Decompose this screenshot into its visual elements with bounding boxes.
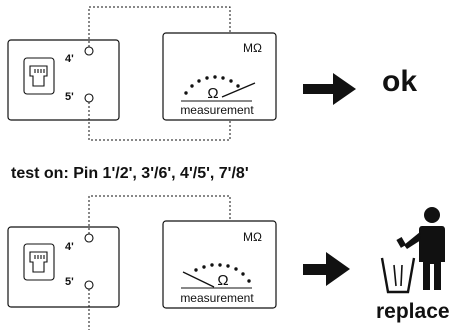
bottom-pin-label-5: 5'	[65, 276, 74, 288]
top-meter-caption: measurement	[180, 103, 254, 117]
bottom-pin-label-4: 4'	[65, 241, 74, 253]
top-test-lead-upper	[88, 6, 231, 47]
top-socket-box	[7, 39, 120, 121]
bottom-test-lead-upper	[88, 195, 231, 234]
bottom-arrow-icon	[303, 252, 350, 286]
top-terminal-upper	[84, 46, 94, 56]
top-arrow-icon	[303, 73, 356, 105]
trash-bin-icon	[380, 257, 416, 294]
bottom-socket-box	[7, 226, 120, 308]
bottom-panel: 4' 5' MΩ Ω measurement	[7, 195, 450, 330]
top-meter-box	[162, 32, 277, 121]
bottom-terminal-lower	[84, 280, 94, 290]
bottom-meter-caption: measurement	[180, 291, 254, 305]
bottom-ohm-symbol: Ω	[217, 272, 228, 289]
top-rj45-socket-icon	[23, 57, 55, 95]
top-meter-unit: MΩ	[243, 41, 262, 55]
top-pin-label-5: 5'	[65, 91, 74, 103]
top-test-lead-lower	[88, 102, 231, 141]
top-ohm-symbol: Ω	[207, 85, 218, 102]
top-terminal-lower	[84, 93, 94, 103]
disposal-person-icon	[396, 207, 445, 290]
test-instruction: test on: Pin 1'/2', 3'/6', 4'/5', 7'/8'	[11, 165, 249, 182]
bottom-result-replace: replace	[376, 300, 450, 323]
top-pin-label-4: 4'	[65, 53, 74, 65]
bottom-meter-scale-icon	[181, 263, 252, 289]
bottom-rj45-socket-icon	[23, 243, 55, 281]
top-panel: 4' 5' MΩ Ω measurement ok	[7, 6, 417, 141]
bottom-terminal-upper	[84, 233, 94, 243]
top-result-ok: ok	[382, 65, 417, 98]
top-meter-scale-icon	[181, 75, 256, 102]
bottom-meter-unit: MΩ	[243, 230, 262, 244]
